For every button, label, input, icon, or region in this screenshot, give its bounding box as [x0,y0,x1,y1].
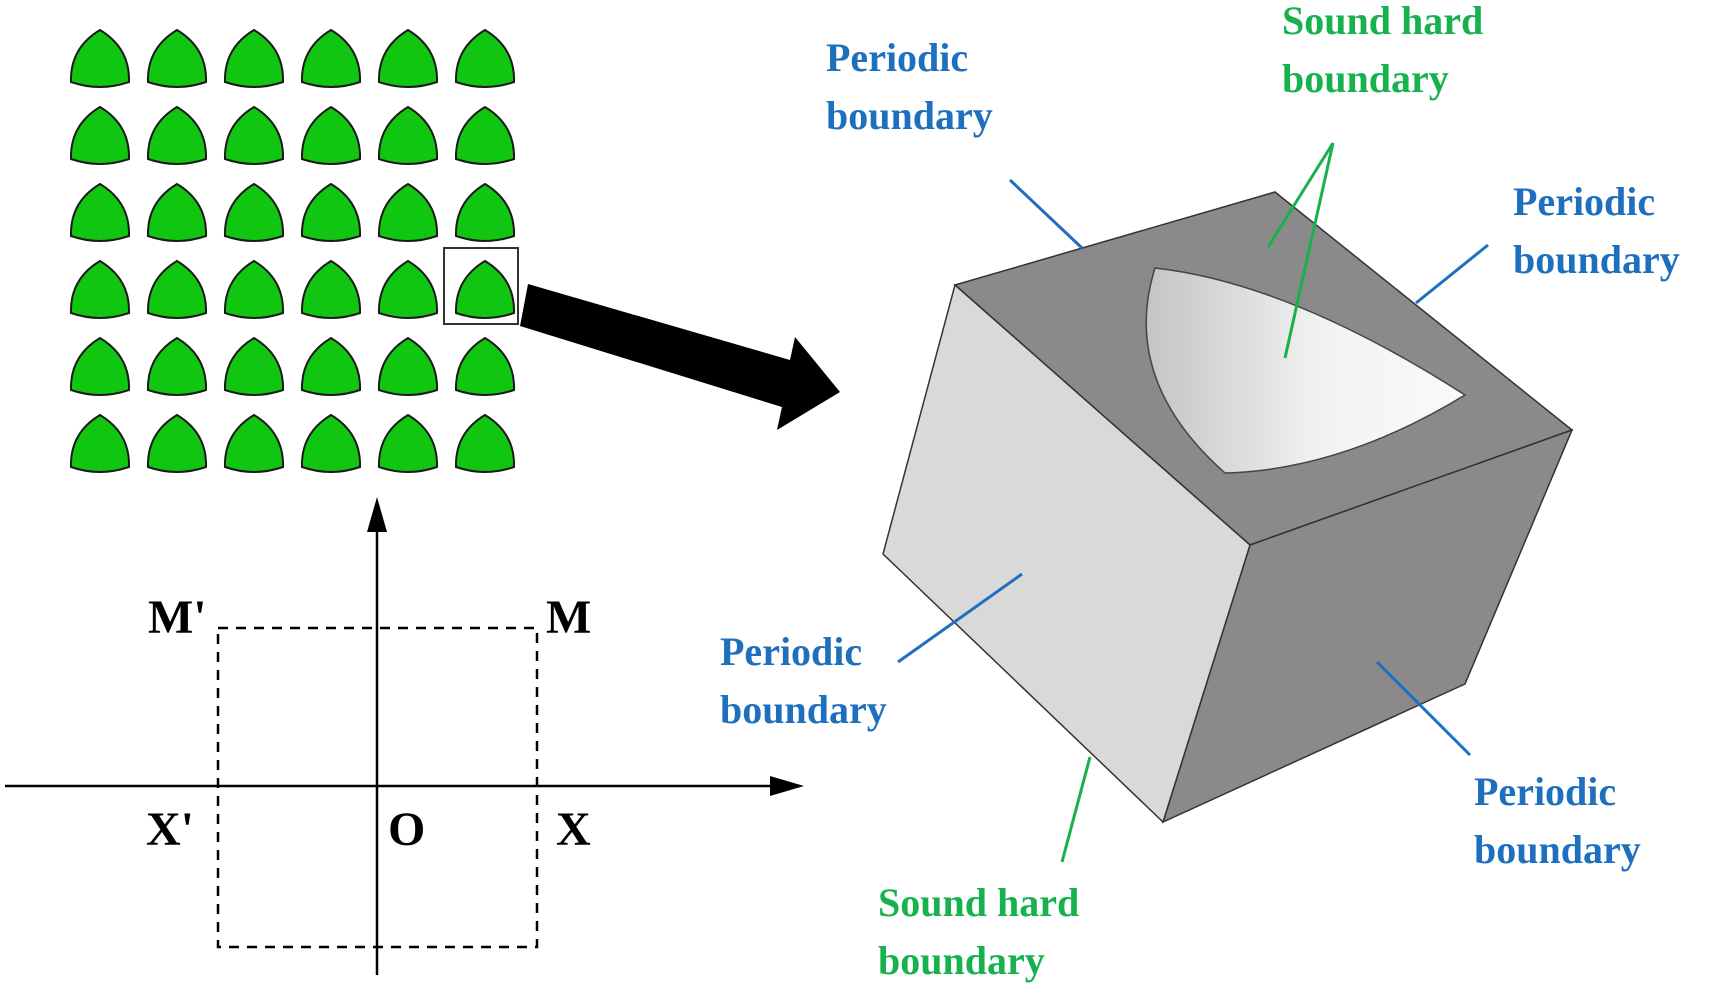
label-m: M [546,591,591,644]
scatterer [454,28,516,88]
kx-axis-arrowhead [770,776,804,796]
scatterer [223,413,285,473]
label-sound-hard-bottom-line2: boundary [878,938,1045,983]
scatterer [146,28,208,88]
scatterer [146,413,208,473]
scatterer [223,259,285,319]
scatterer [300,105,362,165]
leader-sound-hard-bottom [1060,756,1092,863]
brillouin-zone-diagram: M' M X' X O [5,497,804,975]
ky-axis-arrowhead [367,497,387,532]
scatterer [377,28,439,88]
scatterer-cavity [1145,267,1467,474]
label-periodic-top-right-line2: boundary [1513,237,1680,282]
leader-sound-hard-top-1 [1266,142,1335,248]
scatterer [69,413,131,473]
scatterer [454,413,516,473]
scatterer [223,182,285,242]
scatterer [300,28,362,88]
leader-periodic-bottom-right [1375,660,1472,757]
leader-periodic-top-left [1008,178,1084,250]
scatterer [454,105,516,165]
scatterer [146,105,208,165]
label-m-prime: M' [148,591,207,644]
scatterer [69,182,131,242]
leader-sound-hard-top-2 [1283,142,1335,359]
scatterer [223,28,285,88]
leader-periodic-top-right [1415,243,1489,305]
label-periodic-top-right-line1: Periodic [1513,179,1655,224]
scatterer [454,182,516,242]
scatterer [223,105,285,165]
scatterer [146,259,208,319]
label-periodic-bottom-right: Periodic boundary [1474,769,1641,872]
zoom-arrow [520,284,840,430]
label-x: X [556,803,591,856]
label-periodic-bottom-right-line2: boundary [1474,827,1641,872]
selected-unit-cell-box [443,247,519,325]
scatterer [300,336,362,396]
scatterer [377,182,439,242]
scatterer [146,182,208,242]
unit-cell-cube [882,191,1574,824]
leader-lines [897,142,1489,863]
label-sound-hard-top: Sound hard boundary [1282,0,1493,101]
label-periodic-top-right: Periodic boundary [1513,179,1680,282]
label-periodic-bottom-right-line1: Periodic [1474,769,1616,814]
scatterer [300,259,362,319]
label-sound-hard-bottom-line1: Sound hard [878,880,1079,925]
scatterer-lattice [69,28,516,473]
brillouin-zone-boundary [216,626,539,949]
label-periodic-top-left-line1: Periodic [826,35,968,80]
label-periodic-left: Periodic boundary [720,629,887,732]
scatterer [454,336,516,396]
scatterer [69,105,131,165]
scatterer [377,259,439,319]
scatterer [69,336,131,396]
scatterer [223,336,285,396]
label-periodic-left-line1: Periodic [720,629,862,674]
scatterer [69,28,131,88]
leader-periodic-left [897,572,1023,664]
cube-front-face [882,283,1251,824]
label-sound-hard-bottom: Sound hard boundary [878,880,1089,983]
scatterer [300,413,362,473]
label-origin: O [388,803,425,856]
scatterer [69,259,131,319]
scatterer [300,182,362,242]
scatterer [454,259,516,319]
label-sound-hard-top-line1: Sound hard [1282,0,1483,43]
label-periodic-top-left: Periodic boundary [826,35,993,138]
scatterer [377,105,439,165]
label-sound-hard-top-line2: boundary [1282,56,1449,101]
label-periodic-left-line2: boundary [720,687,887,732]
label-periodic-top-left-line2: boundary [826,93,993,138]
scatterer [377,336,439,396]
label-x-prime: X' [146,803,194,856]
scatterer [146,336,208,396]
scatterer [377,413,439,473]
